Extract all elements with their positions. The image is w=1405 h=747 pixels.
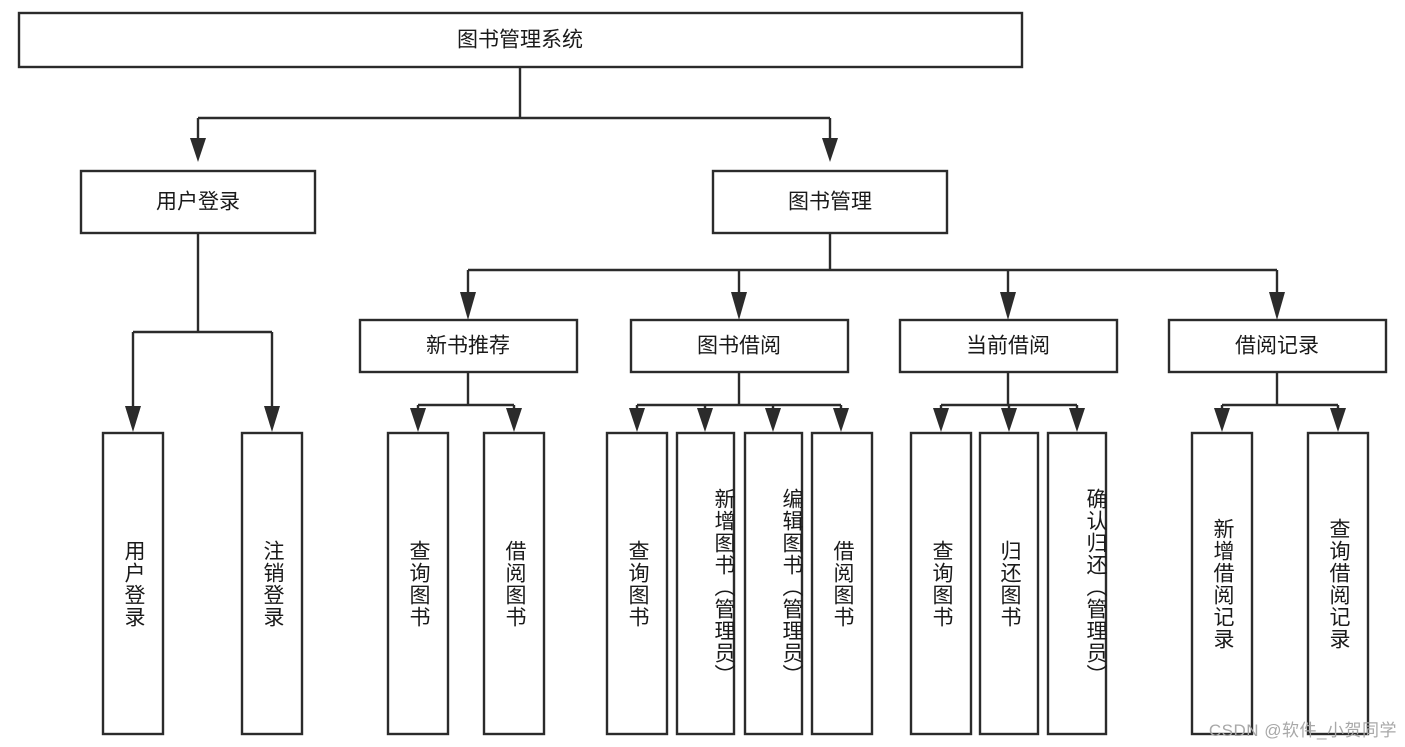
node-new-book-label: 新书推荐 [426, 335, 510, 358]
node-user-login-label: 用户登录 [156, 191, 240, 214]
node-root-label: 图书管理系统 [457, 29, 583, 52]
arrow-user-login-leaf-1-icon [125, 406, 141, 432]
arrow-book-borrow-leaf-3-icon [765, 408, 781, 432]
node-root-box[interactable] [17, 11, 1024, 69]
node-book-borrow-box[interactable] [629, 318, 850, 374]
node-user-login[interactable]: 用户登录 [79, 169, 317, 235]
arrow-current-borrow-leaf-2-icon [1001, 408, 1017, 432]
arrow-to-borrow-record-icon [1269, 292, 1285, 320]
leaf-new-book-1-box[interactable] [386, 431, 450, 736]
node-new-book[interactable]: 新书推荐 [358, 318, 579, 374]
arrow-user-login-leaf-2-icon [264, 406, 280, 432]
arrow-new-book-leaf-2-icon [506, 408, 522, 432]
node-book-borrow[interactable]: 图书借阅 [629, 318, 850, 374]
arrow-root-to-book-manage-icon [822, 138, 838, 162]
node-current-borrow-box[interactable] [898, 318, 1119, 374]
arrow-book-borrow-leaf-4-icon [833, 408, 849, 432]
node-borrow-record-label: 借阅记录 [1235, 335, 1319, 358]
arrow-current-borrow-leaf-1-icon [933, 408, 949, 432]
node-borrow-record[interactable]: 借阅记录 [1167, 318, 1388, 374]
node-root[interactable]: 图书管理系统 [17, 11, 1024, 69]
leaf-book-borrow-2-box[interactable] [675, 431, 736, 736]
leaf-borrow-record-2-box[interactable] [1306, 431, 1370, 736]
node-book-borrow-label: 图书借阅 [697, 335, 781, 358]
arrow-book-borrow-leaf-1-icon [629, 408, 645, 432]
node-book-manage[interactable]: 图书管理 [711, 169, 949, 235]
leaf-current-borrow-1-box[interactable] [909, 431, 973, 736]
arrow-new-book-leaf-1-icon [410, 408, 426, 432]
leaf-new-book-2-box[interactable] [482, 431, 546, 736]
arrow-root-to-user-login-icon [190, 138, 206, 162]
leaf-user-login-2-box[interactable] [240, 431, 304, 736]
node-current-borrow[interactable]: 当前借阅 [898, 318, 1119, 374]
node-current-borrow-label: 当前借阅 [966, 335, 1050, 358]
leaf-book-borrow-3-box[interactable] [743, 431, 804, 736]
leaf-user-login-1-box[interactable] [101, 431, 165, 736]
node-new-book-box[interactable] [358, 318, 579, 374]
node-borrow-record-box[interactable] [1167, 318, 1388, 374]
node-book-manage-box[interactable] [711, 169, 949, 235]
leaf-book-borrow-1-box[interactable] [605, 431, 669, 736]
watermark-text: CSDN @软件_小贺同学 [1208, 721, 1397, 740]
arrow-borrow-record-leaf-1-icon [1214, 408, 1230, 432]
arrow-to-book-borrow-icon [731, 292, 747, 320]
node-book-manage-label: 图书管理 [788, 191, 872, 214]
arrow-to-current-borrow-icon [1000, 292, 1016, 320]
arrow-borrow-record-leaf-2-icon [1330, 408, 1346, 432]
arrow-book-borrow-leaf-2-icon [697, 408, 713, 432]
leaf-current-borrow-3-box[interactable] [1046, 431, 1108, 736]
leaf-borrow-record-1-box[interactable] [1190, 431, 1254, 736]
arrow-current-borrow-leaf-3-icon [1069, 408, 1085, 432]
leaf-book-borrow-4-box[interactable] [810, 431, 874, 736]
arrow-to-new-book-icon [460, 292, 476, 320]
leaf-current-borrow-2-box[interactable] [978, 431, 1040, 736]
